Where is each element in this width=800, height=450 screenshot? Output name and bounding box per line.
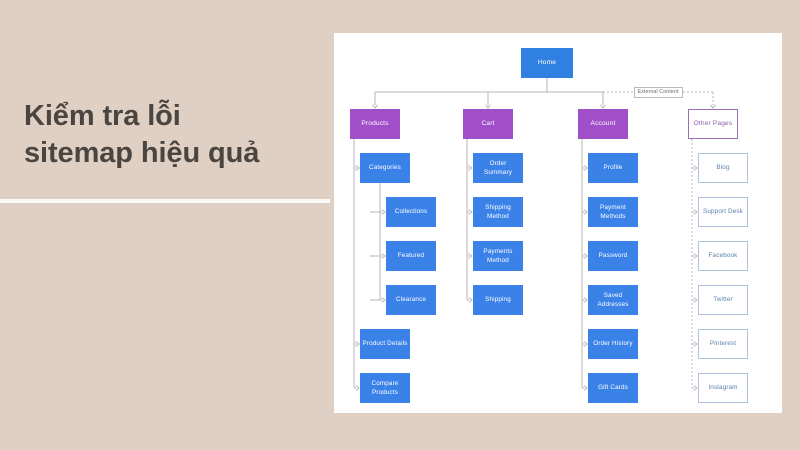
node-label: Account <box>590 120 616 128</box>
node-label: Products <box>361 120 389 128</box>
node-label: Support Desk <box>703 208 743 216</box>
node-blog[interactable]: Blog <box>698 153 748 183</box>
node-pinterest[interactable]: Pinterest <box>698 329 748 359</box>
node-instagram[interactable]: Instagram <box>698 373 748 403</box>
node-label: Saved Addresses <box>597 291 629 308</box>
node-order-history[interactable]: Order History <box>588 329 638 359</box>
node-profile[interactable]: Profile <box>588 153 638 183</box>
node-label: Gift Cards <box>598 384 628 392</box>
node-categories[interactable]: Categories <box>360 153 410 183</box>
node-label: Featured <box>397 252 425 260</box>
node-featured[interactable]: Featured <box>386 241 436 271</box>
node-label: Order Summary <box>484 159 512 176</box>
node-product-details[interactable]: Product Details <box>360 329 410 359</box>
node-products[interactable]: Products <box>350 109 400 139</box>
node-payments-method[interactable]: Payments Method <box>473 241 523 271</box>
node-label: Twitter <box>713 296 733 304</box>
node-label: Password <box>598 252 628 260</box>
node-order-summary[interactable]: Order Summary <box>473 153 523 183</box>
node-label: Compare Products <box>371 379 399 396</box>
node-label: Facebook <box>708 252 738 260</box>
node-shipping-method[interactable]: Shipping Method <box>473 197 523 227</box>
title-panel: Kiểm tra lỗi sitemap hiệu quả <box>0 0 334 450</box>
node-password[interactable]: Password <box>588 241 638 271</box>
node-cart[interactable]: Cart <box>463 109 513 139</box>
node-label: Shipping <box>485 296 511 304</box>
node-label: Home <box>537 59 557 67</box>
node-home[interactable]: Home <box>521 48 573 78</box>
node-compare-products[interactable]: Compare Products <box>360 373 410 403</box>
node-twitter[interactable]: Twitter <box>698 285 748 315</box>
node-saved-addresses[interactable]: Saved Addresses <box>588 285 638 315</box>
node-gift-cards[interactable]: Gift Cards <box>588 373 638 403</box>
node-label: Blog <box>716 164 730 172</box>
node-label: Clearance <box>395 296 427 304</box>
node-label: Profile <box>603 164 623 172</box>
node-facebook[interactable]: Facebook <box>698 241 748 271</box>
node-label: Categories <box>369 164 401 172</box>
external-content-label: External Content <box>633 86 683 98</box>
node-shipping[interactable]: Shipping <box>473 285 523 315</box>
page-title: Kiểm tra lỗi sitemap hiệu quả <box>24 100 260 170</box>
node-label: Payments Method <box>483 247 513 264</box>
node-label: Product Details <box>362 340 408 348</box>
node-label: Instagram <box>708 384 738 392</box>
node-label: Shipping Method <box>485 203 511 220</box>
node-support-desk[interactable]: Support Desk <box>698 197 748 227</box>
node-label: Order History <box>593 340 633 348</box>
node-label: Payment Methods <box>600 203 626 220</box>
node-label: Cart <box>481 120 495 128</box>
title-divider <box>0 199 330 203</box>
node-label: Pinterest <box>709 340 737 348</box>
node-clearance[interactable]: Clearance <box>386 285 436 315</box>
node-label: Other Pages <box>693 120 733 128</box>
node-other-pages[interactable]: Other Pages <box>688 109 738 139</box>
node-account[interactable]: Account <box>578 109 628 139</box>
node-payment-methods[interactable]: Payment Methods <box>588 197 638 227</box>
connector-lines <box>353 78 716 391</box>
node-collections[interactable]: Collections <box>386 197 436 227</box>
node-label: Collections <box>394 208 428 216</box>
